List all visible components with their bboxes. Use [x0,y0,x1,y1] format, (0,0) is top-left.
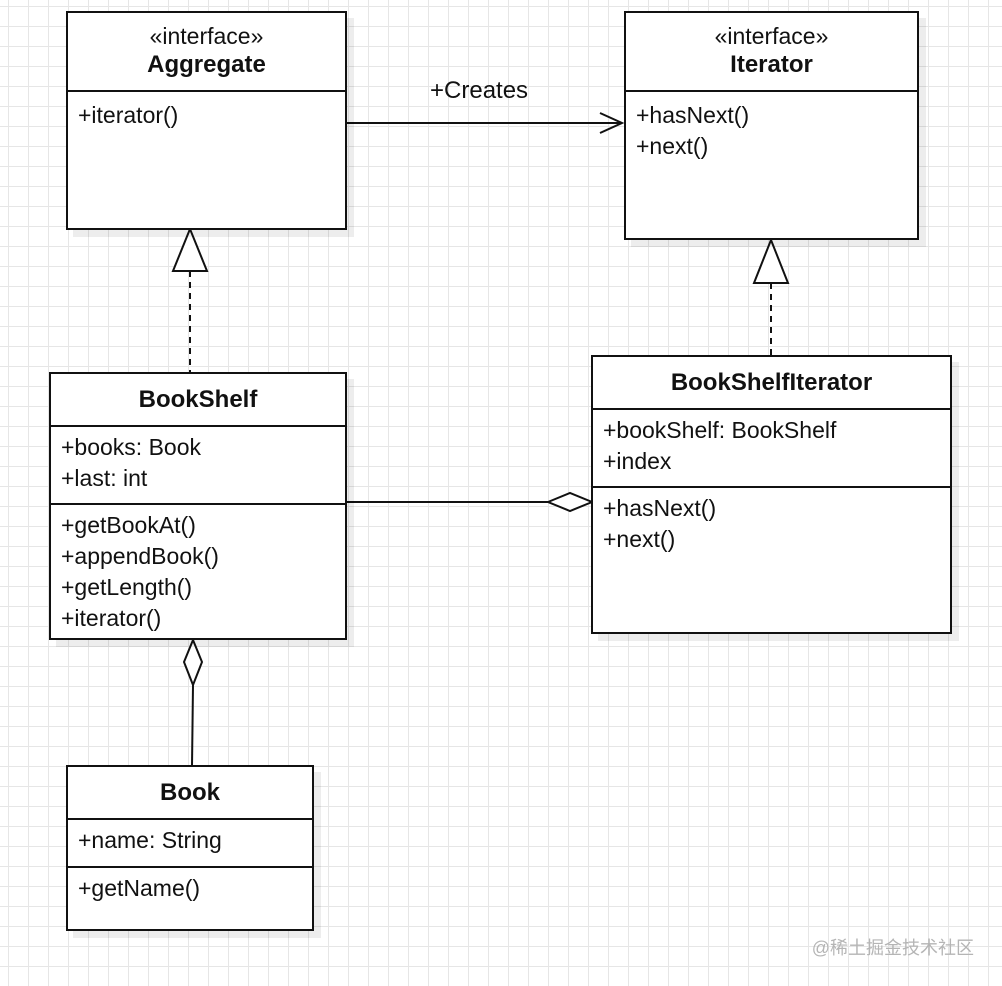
method: +iterator() [61,605,162,631]
attribute: +last: int [61,465,148,491]
attribute: +index [603,448,672,474]
methods-section: +getBookAt() +appendBook() +getLength() … [51,505,345,638]
creates-label: +Creates [430,77,529,104]
class-bookshelf: BookShelf +books: Book +last: int +getBo… [49,372,347,640]
class-header: Book [68,767,312,820]
method: +next() [636,133,709,159]
method: +hasNext() [636,102,750,128]
class-header: «interface» Iterator [626,13,917,92]
class-header: «interface» Aggregate [68,13,345,92]
method: +getBookAt() [61,512,196,538]
method: +getLength() [61,574,193,600]
attributes-section: +name: String [68,820,312,868]
class-iterator: «interface» Iterator +hasNext() +next() [624,11,919,240]
class-name: BookShelfIterator [670,368,873,396]
aggregation-line-book [191,684,194,767]
realization-triangle-aggregate [171,226,209,272]
attribute: +bookShelf: BookShelf [603,417,837,443]
attribute: +books: Book [61,434,202,460]
method: +hasNext() [603,495,717,521]
method: +appendBook() [61,543,219,569]
method: +getName() [78,875,201,901]
class-book: Book +name: String +getName() [66,765,314,931]
aggregation-diamond-bookshelf [182,637,204,688]
stereotype-label: «interface» [149,23,264,49]
method: +next() [603,526,676,552]
method: +iterator() [78,102,179,128]
class-name: Aggregate [147,51,266,78]
attribute: +name: String [78,827,222,853]
methods-section: +iterator() [68,92,345,228]
attributes-section: +books: Book +last: int [51,427,345,505]
methods-section: +getName() [68,868,312,929]
class-name: BookShelf [138,385,258,413]
realization-triangle-iterator [752,237,790,284]
class-header: BookShelfIterator [593,357,950,410]
aggregation-diamond-bookshelf-iterator [545,491,595,513]
class-name: Iterator [730,51,813,78]
class-aggregate: «interface» Aggregate +iterator() [66,11,347,230]
stereotype-label: «interface» [714,23,829,49]
attributes-section: +bookShelf: BookShelf +index [593,410,950,488]
class-bookshelf-iterator: BookShelfIterator +bookShelf: BookShelf … [591,355,952,634]
class-name: Book [160,778,220,806]
methods-section: +hasNext() +next() [626,92,917,238]
watermark: @稀土掘金技术社区 [811,938,974,958]
open-arrow-head [599,112,625,134]
methods-section: +hasNext() +next() [593,488,950,632]
class-header: BookShelf [51,374,345,427]
